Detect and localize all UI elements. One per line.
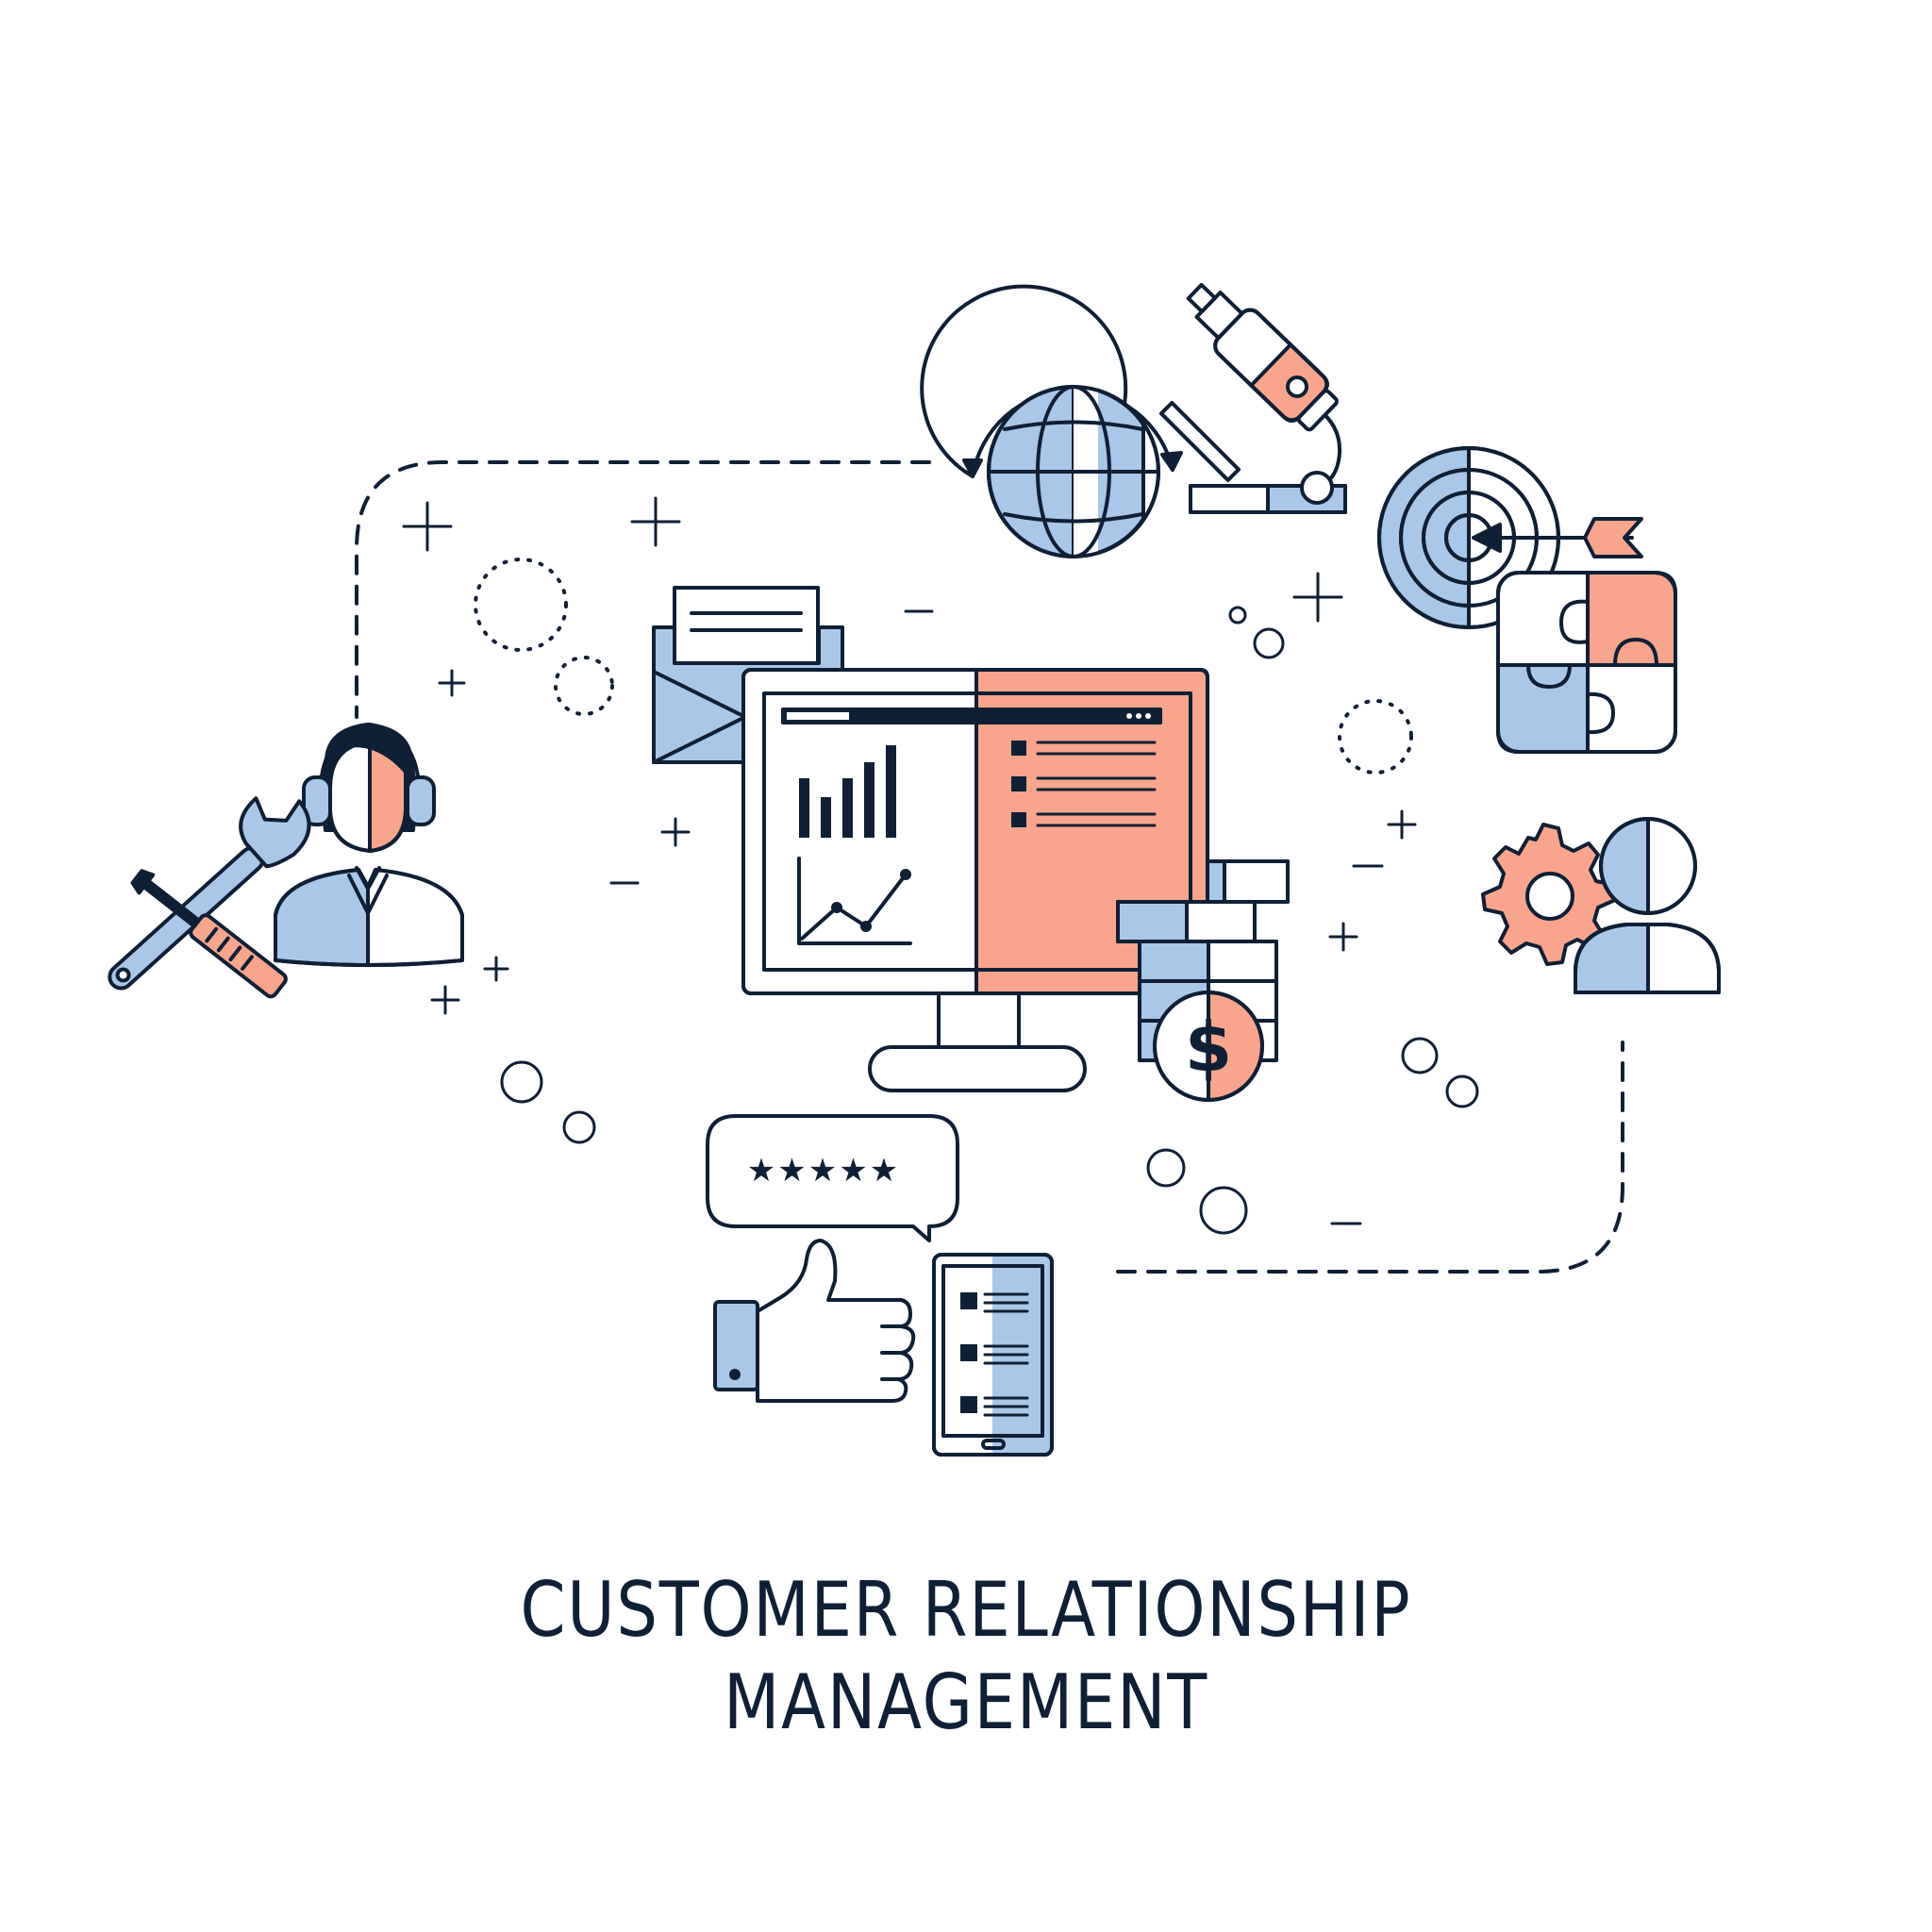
dollar-sign-label: $ bbox=[1185, 1008, 1232, 1087]
tools-icon bbox=[108, 796, 311, 999]
rating-stars: ★★★★★ bbox=[747, 1152, 900, 1190]
dollar-coin-icon bbox=[1153, 991, 1264, 1102]
title-line-2: MANAGEMENT bbox=[723, 1658, 1209, 1746]
decorative-dotted-circles bbox=[474, 558, 1413, 774]
user-icon bbox=[1574, 817, 1721, 994]
dashed-connector-top bbox=[355, 460, 931, 719]
dashed-connector-bottom bbox=[1116, 1041, 1624, 1274]
review-bubble-icon bbox=[706, 1114, 959, 1242]
globe-icon bbox=[920, 284, 1183, 558]
decorative-plus-signs bbox=[402, 496, 1417, 1015]
target-icon bbox=[1377, 446, 1643, 629]
smartphone-icon bbox=[932, 1253, 1054, 1457]
decorative-bubbles bbox=[500, 606, 1479, 1235]
thumbs-up-icon bbox=[713, 1239, 916, 1403]
monitor-dashboard-icon bbox=[741, 668, 1209, 1092]
microscope-icon bbox=[1158, 282, 1347, 514]
coin-stack-front bbox=[1116, 900, 1278, 1102]
puzzle-icon bbox=[1496, 571, 1677, 754]
decorative-minus-signs bbox=[609, 609, 1384, 1225]
support-agent-icon bbox=[274, 723, 464, 967]
title-line-1: CUSTOMER RELATIONSHIP bbox=[520, 1566, 1412, 1654]
